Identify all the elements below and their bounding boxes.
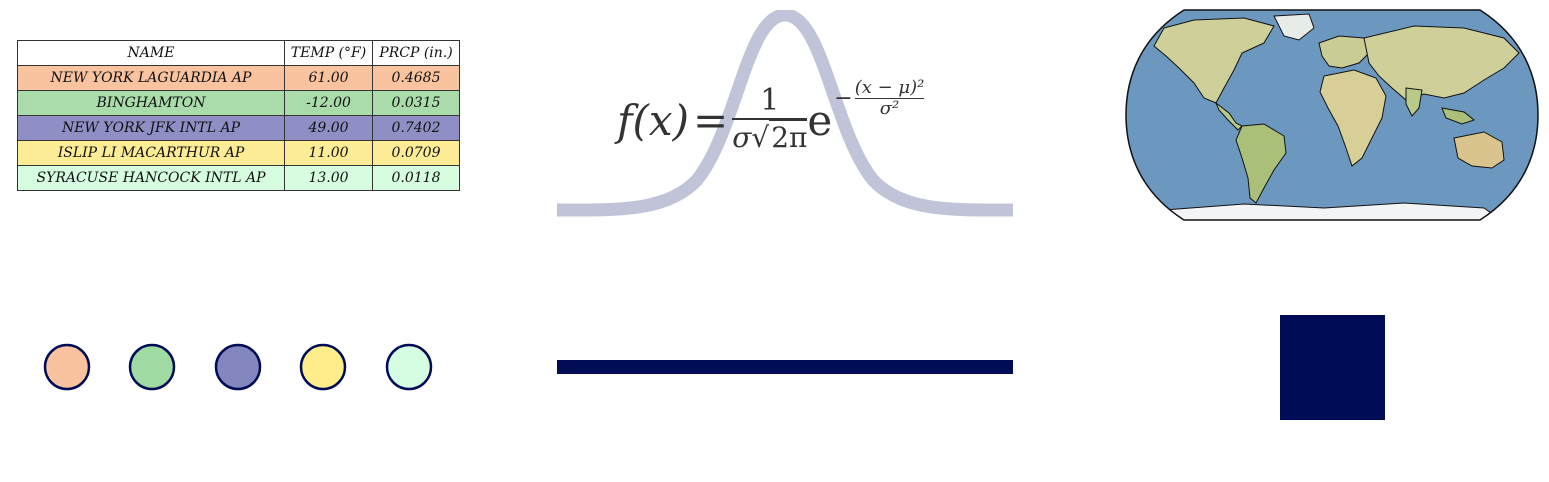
- table-row: NEW YORK LAGUARDIA AP 61.00 0.4685: [17, 65, 460, 91]
- station-name-cell: NEW YORK LAGUARDIA AP: [17, 65, 285, 91]
- temp-cell: 13.00: [284, 165, 373, 191]
- land-india: [1405, 87, 1423, 117]
- sqrt-sign: √: [751, 121, 770, 154]
- land-europe: [1318, 35, 1370, 69]
- land-antarctica: [1152, 202, 1506, 220]
- formula-numerator: 1: [760, 83, 780, 118]
- station-name-cell: SYRACUSE HANCOCK INTL AP: [17, 165, 285, 191]
- land-indonesia: [1441, 107, 1476, 125]
- temp-cell: 61.00: [284, 65, 373, 91]
- formula-fraction: 1 σ√2π: [732, 83, 808, 156]
- circle-5: [385, 343, 433, 391]
- formula-base: e: [807, 95, 833, 145]
- gaussian-formula: f(x) = 1 σ√2π e − (x − μ)² σ²: [617, 70, 925, 170]
- prcp-cell: 0.7402: [372, 115, 460, 141]
- exponent-denominator: σ²: [879, 97, 900, 119]
- gaussian-curve-icon: [557, 10, 1013, 217]
- color-circles: [43, 343, 433, 391]
- station-name-cell: ISLIP LI MACARTHUR AP: [17, 140, 285, 166]
- circle-4: [299, 343, 347, 391]
- formula-lhs: f(x): [617, 95, 690, 145]
- station-name-cell: BINGHAMTON: [17, 90, 285, 116]
- prcp-cell: 0.0709: [372, 140, 460, 166]
- world-map-icon: [1125, 9, 1539, 221]
- formula-exponent: − (x − μ)² σ²: [834, 76, 925, 119]
- land-asia: [1363, 25, 1520, 101]
- circle-1: [43, 343, 91, 391]
- land-north-america: [1153, 17, 1275, 104]
- horizontal-bar-icon: [557, 360, 1013, 374]
- temp-cell: 11.00: [284, 140, 373, 166]
- land-south-america: [1235, 123, 1287, 204]
- sqrt-content: 2π: [769, 119, 808, 154]
- table-row: BINGHAMTON -12.00 0.0315: [17, 90, 460, 116]
- header-prcp: PRCP (in.): [372, 40, 460, 66]
- temp-cell: -12.00: [284, 90, 373, 116]
- exponent-fraction: (x − μ)² σ²: [854, 76, 925, 119]
- exponent-bar: [854, 97, 925, 99]
- table-row: NEW YORK JFK INTL AP 49.00 0.7402: [17, 115, 460, 141]
- prcp-cell: 0.0315: [372, 90, 460, 116]
- prcp-cell: 0.4685: [372, 65, 460, 91]
- station-name-cell: NEW YORK JFK INTL AP: [17, 115, 285, 141]
- exponent-minus: −: [834, 85, 853, 111]
- header-temp: TEMP (°F): [284, 40, 373, 66]
- land-africa: [1319, 69, 1387, 167]
- header-name: NAME: [17, 40, 285, 66]
- fraction-bar: [732, 118, 808, 120]
- table-row: ISLIP LI MACARTHUR AP 11.00 0.0709: [17, 140, 460, 166]
- table-header-row: NAME TEMP (°F) PRCP (in.): [17, 40, 460, 66]
- table-row: SYRACUSE HANCOCK INTL AP 13.00 0.0118: [17, 165, 460, 191]
- formula-equals: =: [693, 95, 729, 145]
- circle-2: [128, 343, 176, 391]
- land-central-america: [1214, 101, 1243, 131]
- temp-cell: 49.00: [284, 115, 373, 141]
- station-table: NAME TEMP (°F) PRCP (in.) NEW YORK LAGUA…: [17, 40, 460, 191]
- land-greenland: [1273, 13, 1315, 41]
- prcp-cell: 0.0118: [372, 165, 460, 191]
- navy-square-icon: [1280, 315, 1385, 420]
- globe-outline: [1125, 9, 1539, 221]
- formula-sigma: σ: [732, 121, 752, 154]
- circle-3: [214, 343, 262, 391]
- land-australia: [1453, 131, 1505, 169]
- bell-curve: [557, 10, 1013, 217]
- exponent-numerator: (x − μ)²: [854, 76, 925, 98]
- formula-denominator: σ√2π: [732, 119, 808, 156]
